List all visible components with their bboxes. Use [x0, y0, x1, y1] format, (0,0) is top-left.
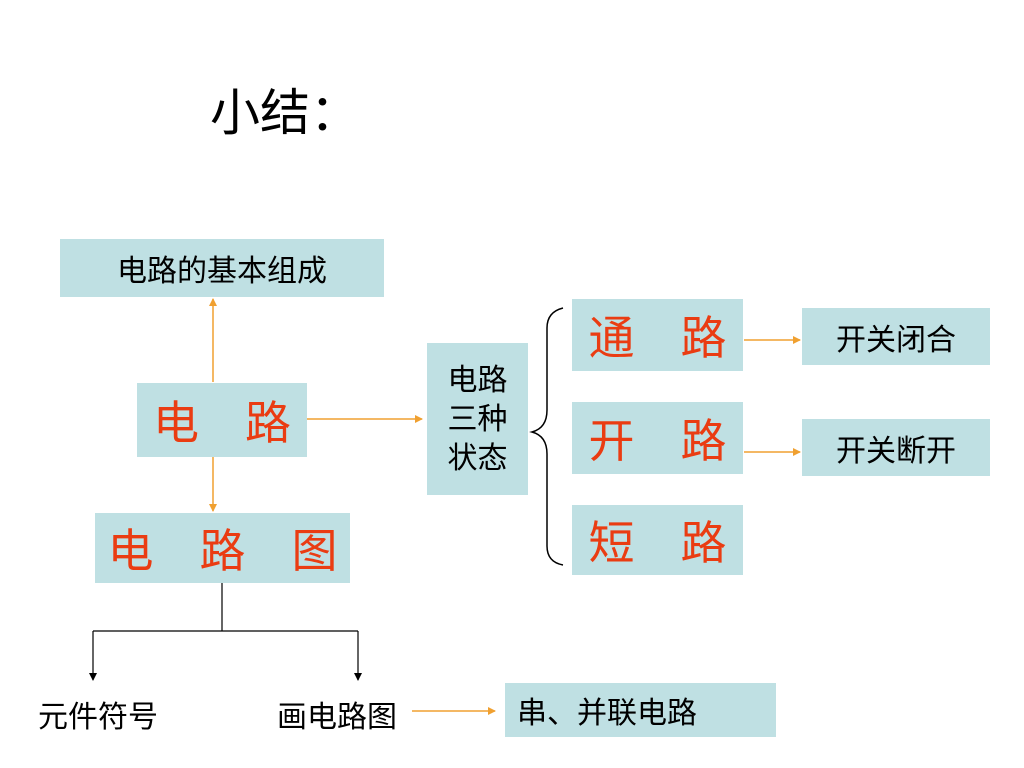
circuit-label: 电 路	[153, 396, 291, 450]
three-states-box: 电路 三种 状态	[427, 343, 528, 495]
open-circuit-label: 开 路	[588, 414, 727, 468]
draw-diagram-label: 画电路图	[277, 700, 397, 735]
short-circuit-box: 短 路	[572, 505, 743, 575]
brace	[529, 307, 564, 566]
circuit-diagram-label: 电 路 图	[107, 524, 338, 578]
circuit-box: 电 路	[137, 383, 307, 457]
series-parallel-label: 串、并联电路	[517, 696, 697, 731]
series-parallel-box: 串、并联电路	[505, 683, 776, 737]
closed-circuit-box: 通 路	[572, 299, 743, 371]
open-circuit-box: 开 路	[572, 402, 743, 474]
three-states-line: 三种	[447, 401, 508, 437]
three-states-line: 电路	[447, 362, 508, 398]
switch-open-label: 开关断开	[836, 433, 956, 469]
basic-composition-box: 电路的基本组成	[60, 239, 384, 297]
switch-closed-box: 开关闭合	[802, 308, 990, 365]
closed-circuit-label: 通 路	[588, 311, 727, 365]
switch-open-box: 开关断开	[802, 419, 990, 476]
circuit-diagram-box: 电 路 图	[95, 513, 350, 583]
component-symbols-label: 元件符号	[38, 700, 158, 735]
switch-closed-label: 开关闭合	[836, 322, 956, 358]
page-title: 小结：	[210, 84, 360, 142]
three-states-line: 状态	[447, 440, 508, 476]
short-circuit-label: 短 路	[588, 516, 727, 570]
basic-composition-label: 电路的基本组成	[117, 254, 327, 289]
